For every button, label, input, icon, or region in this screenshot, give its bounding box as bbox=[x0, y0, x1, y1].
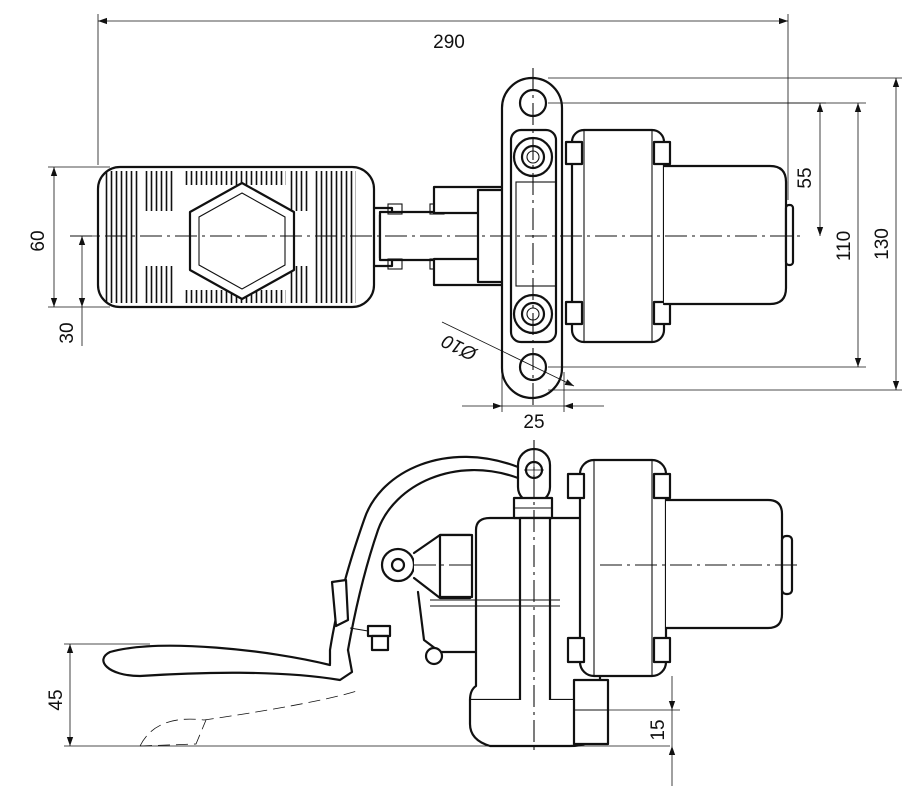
top-view: 290 60 30 55 110 bbox=[28, 14, 902, 433]
dimension-label-hole-diameter: Ø10 bbox=[438, 329, 481, 364]
dimension-weight-width: 60 bbox=[28, 166, 110, 308]
dimension-overall-length: 290 bbox=[97, 14, 789, 200]
dimension-label-lever-height: 45 bbox=[46, 689, 67, 710]
side-view: 45 15 bbox=[46, 440, 800, 786]
cylinder-body bbox=[662, 164, 795, 306]
dimension-lever-height: 45 bbox=[46, 643, 670, 747]
dimension-overall-height: 130 bbox=[548, 77, 902, 391]
dimension-label-base-height: 15 bbox=[648, 719, 669, 740]
bracket bbox=[500, 76, 564, 400]
pivot-block bbox=[380, 533, 560, 666]
side-flange bbox=[566, 458, 672, 678]
dimension-label-upper-hole-spacing: 55 bbox=[795, 167, 816, 188]
dimension-label-overall-height: 130 bbox=[872, 228, 893, 260]
dimension-label-weight-width: 60 bbox=[28, 230, 49, 251]
weight-body bbox=[96, 165, 376, 309]
dimension-label-overall-length: 290 bbox=[433, 32, 465, 53]
dimension-bracket-width: 25 bbox=[462, 372, 604, 433]
hex-nut bbox=[188, 181, 296, 301]
lever-alt-position bbox=[139, 689, 361, 747]
adjust-screw bbox=[349, 624, 392, 652]
dimension-base-height: 15 bbox=[608, 676, 680, 786]
dimension-label-weight-offset: 30 bbox=[57, 322, 78, 343]
lever-arm bbox=[102, 455, 520, 682]
dimension-label-bracket-width: 25 bbox=[523, 412, 544, 433]
base bbox=[468, 678, 610, 748]
side-cylinder bbox=[600, 498, 800, 630]
dimension-label-mid-hole-spacing: 110 bbox=[834, 231, 855, 261]
dimension-weight-offset: 30 bbox=[57, 235, 100, 346]
dimension-mid-hole-spacing: 110 bbox=[548, 102, 866, 368]
